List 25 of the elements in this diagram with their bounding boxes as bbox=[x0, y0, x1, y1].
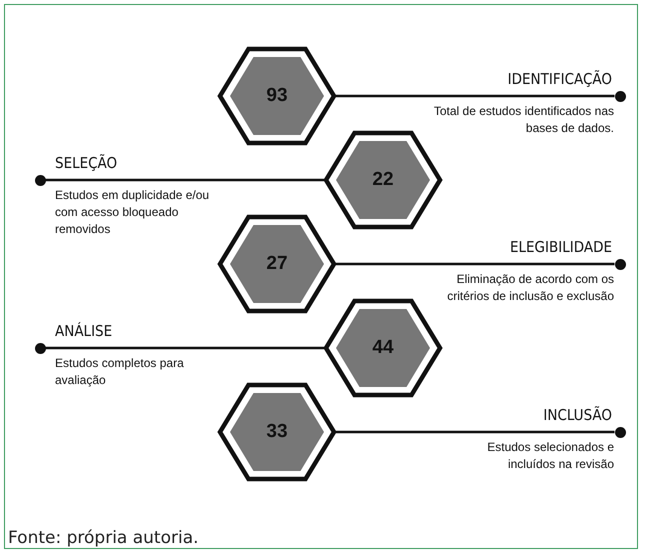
count-value: 22 bbox=[372, 169, 394, 191]
count-value: 33 bbox=[266, 421, 288, 443]
end-dot bbox=[34, 174, 46, 186]
end-dot bbox=[34, 342, 46, 354]
stage-heading: ELEGIBILIDADE bbox=[510, 238, 612, 256]
source-caption: Fonte: própria autoria. bbox=[8, 528, 199, 548]
count-value: 44 bbox=[372, 337, 394, 359]
stage-description: Total de estudos identificados nas bases de dados. bbox=[432, 103, 614, 137]
end-dot bbox=[614, 90, 626, 102]
connector-line bbox=[46, 346, 326, 350]
stage-heading: IDENTIFICAÇÃO bbox=[508, 70, 612, 88]
connector-line bbox=[334, 262, 614, 266]
stage-description: Estudos completos para avaliação bbox=[55, 355, 185, 389]
stage-heading: ANÁLISE bbox=[55, 322, 112, 340]
connector-line bbox=[46, 178, 326, 182]
connector-line bbox=[334, 430, 614, 434]
end-dot bbox=[614, 258, 626, 270]
stage-description: Estudos selecionados e incluídos na revisão bbox=[486, 439, 614, 473]
stage-description: Estudos em duplicidade e/ou com acesso bloqueado removidos bbox=[55, 187, 210, 238]
stage-description: Eliminação de acordo com os critérios de inclusão e exclusão bbox=[446, 271, 614, 305]
end-dot bbox=[614, 426, 626, 438]
stage-heading: INCLUSÃO bbox=[543, 406, 612, 424]
count-value: 93 bbox=[266, 85, 288, 107]
connector-line bbox=[334, 94, 614, 98]
count-value: 27 bbox=[266, 253, 288, 275]
